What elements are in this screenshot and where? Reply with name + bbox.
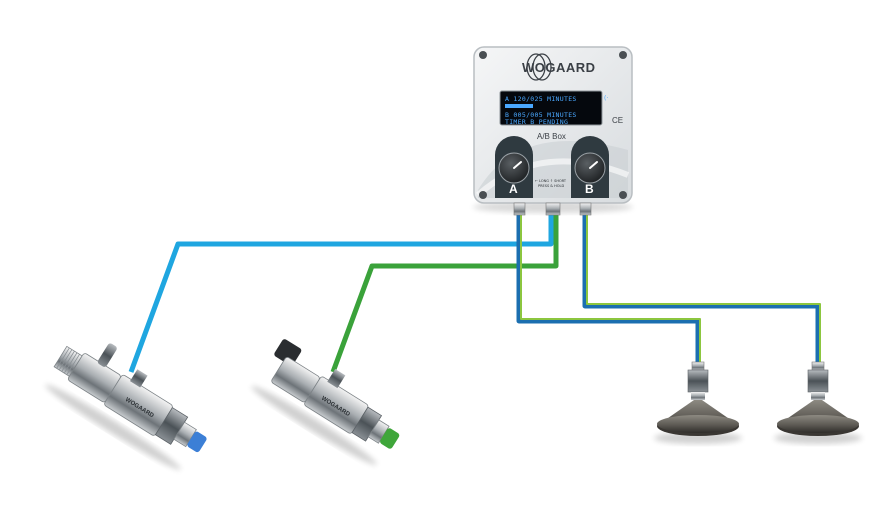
wogaard-logo: WOGAARD	[522, 53, 596, 81]
diffuser-left	[654, 361, 742, 444]
knob-b-label: B	[585, 182, 594, 196]
valve-handle[interactable]	[273, 338, 302, 367]
green-outlet-cap	[380, 428, 400, 449]
valve-left: WOGAARD	[45, 342, 207, 470]
brand-name: WOGAARD	[522, 60, 596, 75]
knob-instruction-2: PRESS & HOLD	[538, 184, 564, 188]
knob-a-label: A	[509, 182, 518, 196]
screw-icon	[479, 51, 627, 199]
controller-box: WOGAARD A 120/025 MINUTES B 005/005 MINU…	[473, 46, 633, 216]
knob-a[interactable]: A	[495, 136, 533, 198]
wifi-icon: (·	[604, 95, 608, 102]
output-b-tube	[582, 213, 821, 365]
green-tube	[330, 213, 559, 373]
blue-outlet-cap	[187, 431, 207, 453]
ce-mark: CE	[612, 116, 623, 125]
valve-right: WOGAARD	[251, 338, 400, 465]
knob-b[interactable]: B	[571, 136, 609, 198]
display-line-1: A 120/025 MINUTES	[505, 95, 577, 103]
display-line-2: B 005/005 MINUTES	[505, 111, 577, 119]
output-a-tube	[516, 213, 701, 365]
lcd-display	[499, 90, 603, 126]
knob-instruction: ← LONG ↑ SHORT	[535, 179, 567, 183]
fitting-icon	[513, 202, 592, 216]
model-label: A/B Box	[537, 132, 566, 141]
display-line-3: TIMER B PENDING	[505, 118, 568, 126]
tubing	[128, 213, 821, 373]
display-progress-bar	[505, 104, 533, 108]
diffuser-right	[774, 361, 862, 444]
valve-lever[interactable]	[97, 342, 118, 368]
blue-tube	[128, 213, 554, 373]
